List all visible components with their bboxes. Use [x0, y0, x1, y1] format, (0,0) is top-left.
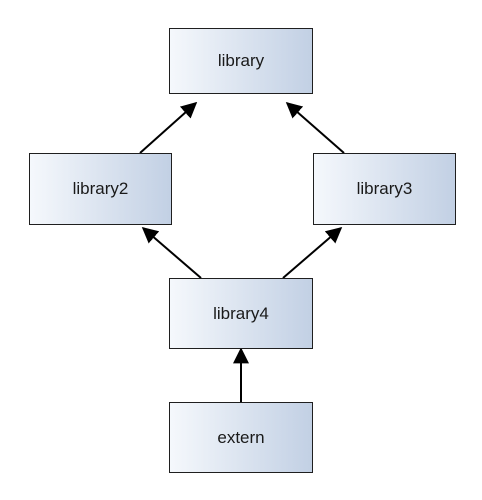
node-library3[interactable]: library3: [313, 153, 456, 225]
node-label: extern: [217, 427, 265, 447]
node-extern[interactable]: extern: [169, 402, 313, 473]
edge-library4-to-library3: [282, 226, 343, 279]
node-label: library2: [72, 179, 129, 198]
node-library2[interactable]: library2: [29, 153, 172, 225]
edge-library2-to-library: [139, 101, 198, 154]
node-label: library3: [356, 179, 413, 198]
node-label: library4: [213, 303, 269, 323]
edge-library4-to-library2: [141, 226, 202, 279]
node-label: library: [217, 51, 265, 70]
node-library[interactable]: library: [169, 28, 313, 94]
edge-library3-to-library: [285, 101, 345, 154]
node-library4[interactable]: library4: [169, 278, 313, 349]
